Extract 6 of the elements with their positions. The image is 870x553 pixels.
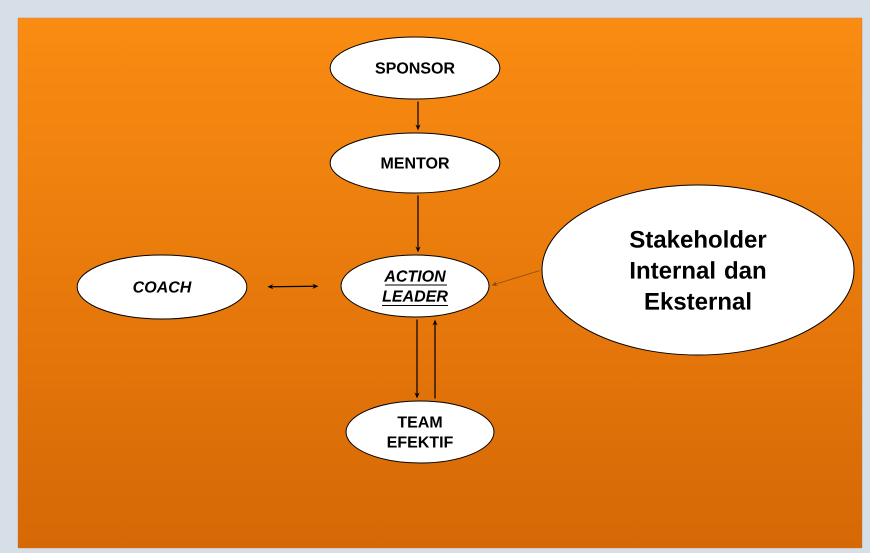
oval-node: MENTOR <box>330 132 500 194</box>
oval-node: SPONSOR <box>330 36 500 100</box>
oval-node: ACTION LEADER <box>340 254 490 318</box>
oval-node: Stakeholder Internal dan Eksternal <box>542 184 854 356</box>
oval-node: TEAM EFEKTIF <box>346 400 494 464</box>
oval-node: COACH <box>76 254 248 320</box>
